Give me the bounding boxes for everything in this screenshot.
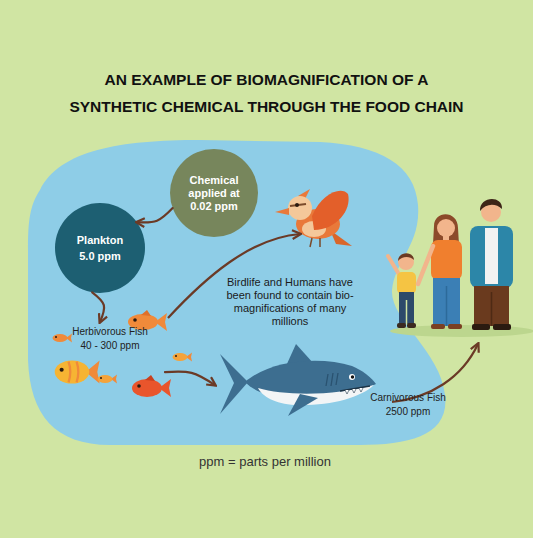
fish-eye (175, 355, 177, 357)
fish-stripe (69, 362, 71, 383)
fish-stripe (77, 362, 79, 383)
bird-legs (310, 238, 320, 247)
shark-belly (258, 385, 374, 405)
node-text: 40 - 300 ppm (55, 339, 165, 352)
bird-eye-stripe (290, 204, 306, 206)
woman-leg-gap (446, 286, 448, 326)
fish-body (55, 361, 90, 384)
man-shirt (485, 228, 498, 284)
fish-fin (145, 375, 155, 381)
fish-eye (60, 368, 64, 372)
man-shoe (472, 324, 490, 330)
chemical-circle: Chemical applied at 0.02 ppm (170, 149, 258, 237)
node-text: Herbivorous Fish (55, 325, 165, 338)
woman-arm (418, 246, 433, 284)
man-pants (474, 286, 509, 326)
bird-wing (312, 191, 349, 230)
child-shoe (407, 323, 416, 328)
bird (275, 189, 352, 247)
child-hair (398, 253, 414, 261)
food-chain-arrow (92, 292, 104, 322)
circle-fill (55, 203, 145, 293)
node-text: 5.0 ppm (55, 249, 145, 263)
woman-head (437, 219, 455, 237)
bird-eye (295, 203, 299, 207)
fish (55, 361, 100, 384)
fish (98, 375, 118, 384)
fish-eye (133, 318, 137, 322)
child-shirt (397, 272, 416, 294)
fish (53, 334, 73, 343)
fish (173, 353, 193, 362)
child-arm (388, 256, 400, 276)
shark-eye (351, 375, 354, 378)
title: AN EXAMPLE OF BIOMAGNIFICATION OF A SYNT… (30, 66, 503, 120)
carnivore-group: Carnivorous Fish2500 ppm (215, 340, 460, 422)
plankton-circle: Plankton 5.0 ppm (55, 203, 145, 293)
woman-shoe (448, 324, 462, 329)
people (388, 199, 533, 337)
woman-shirt (431, 240, 462, 280)
node-text: Plankton (55, 233, 145, 247)
herbivore-group: Herbivorous Fish40 - 300 ppm (40, 322, 165, 407)
node-text: 2500 ppm (353, 405, 463, 418)
fish-body (173, 353, 188, 361)
node-text: Carnivorous Fish (353, 391, 463, 404)
shark-gills (326, 373, 338, 386)
child-leg-gap (406, 300, 408, 324)
fish-eye (137, 384, 141, 388)
shark-teeth (345, 388, 363, 394)
fish-eye (55, 336, 57, 338)
child-pants (399, 292, 414, 324)
fish-eye (100, 377, 102, 379)
shark-eye-white (349, 374, 355, 380)
fish-body (98, 375, 113, 383)
footnote-text: ppm = parts per million (160, 453, 370, 470)
note-text: Birdlife and Humans have been found to c… (222, 276, 358, 328)
bird-head (288, 196, 312, 220)
circle-outline (55, 203, 145, 293)
woman-shoe (431, 324, 445, 329)
fish (132, 375, 171, 397)
shark-tail (220, 354, 248, 414)
node-text: Chemical applied at 0.02 ppm (180, 174, 248, 213)
shark (220, 344, 376, 416)
man-leg-gap (491, 292, 493, 326)
child-shoe (397, 323, 406, 328)
child-head (398, 254, 414, 270)
man-hair (480, 199, 502, 211)
fish-body (132, 379, 162, 397)
circle-fill (170, 149, 258, 237)
fish-fin (141, 310, 151, 316)
food-chain-arrow (165, 371, 215, 385)
fish-body (53, 334, 68, 342)
bird-beak (275, 208, 289, 215)
food-chain-arrow (137, 208, 173, 222)
shark-fin (288, 394, 318, 416)
man-shoe (493, 324, 511, 330)
woman-jeans (433, 278, 460, 326)
man-jacket (470, 226, 513, 288)
